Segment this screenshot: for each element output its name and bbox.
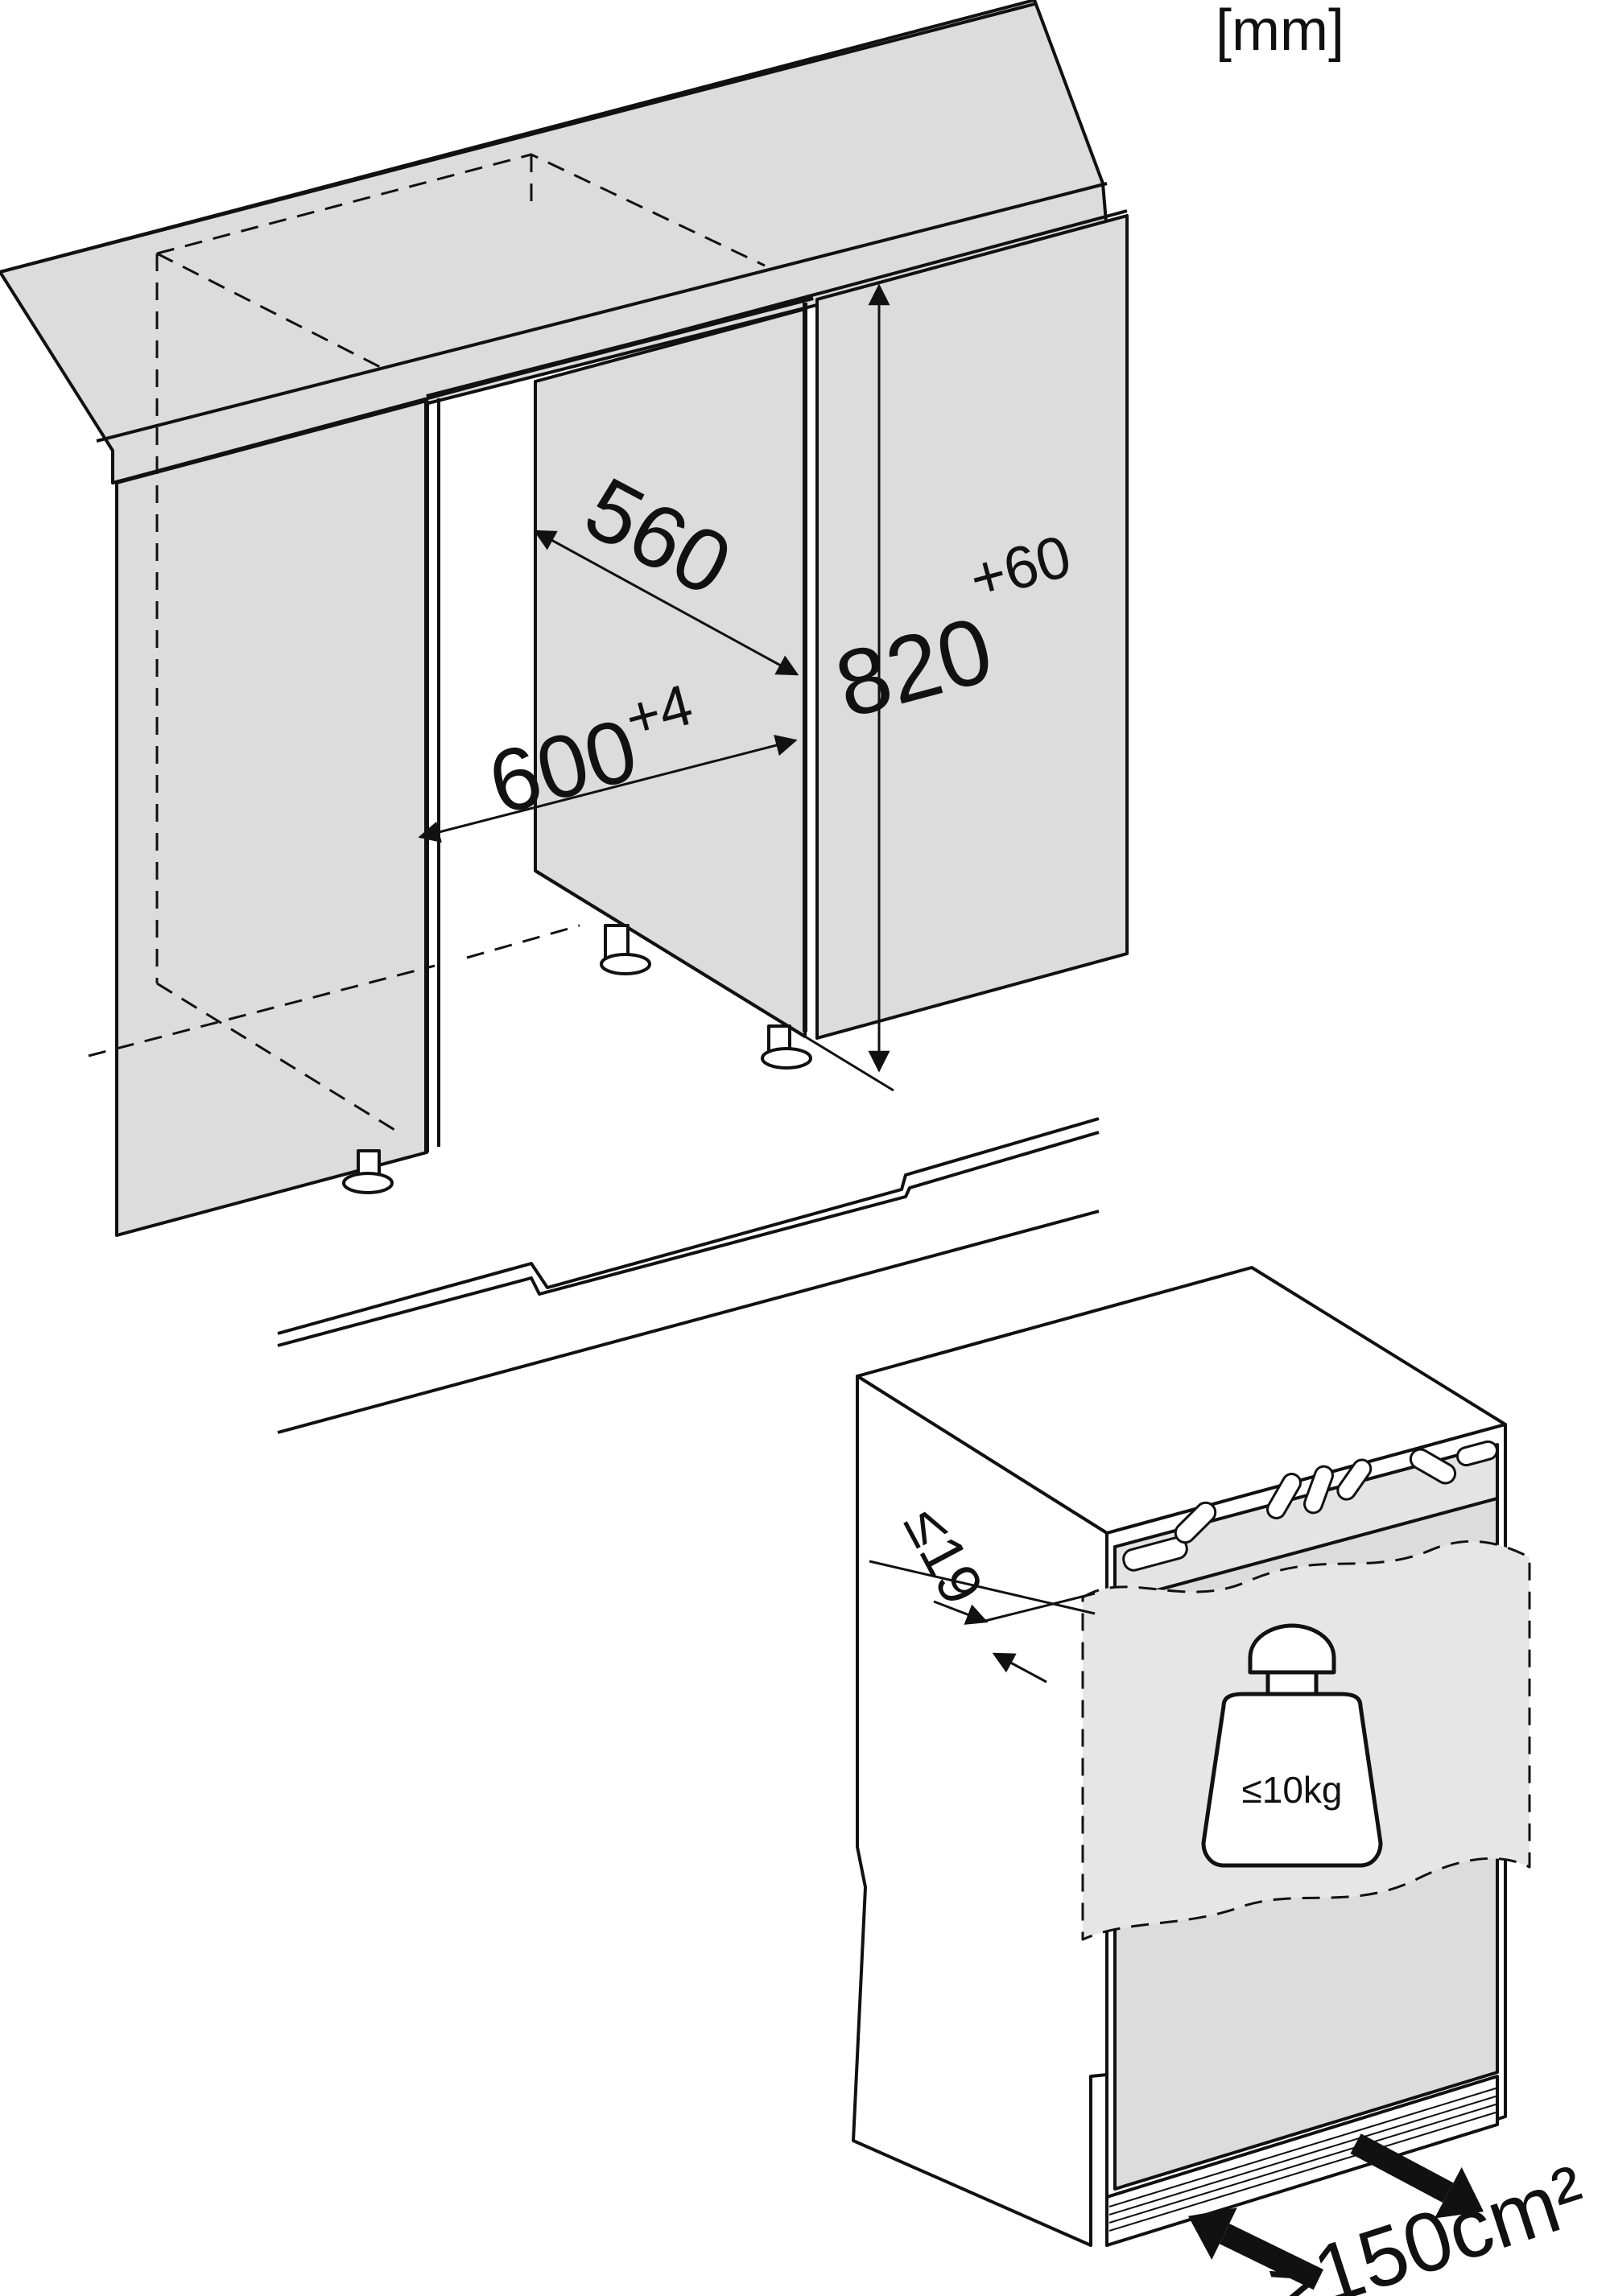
width-arrow bbox=[418, 734, 798, 843]
ventilation-grille-lines bbox=[1108, 2088, 1496, 2232]
depth-arrow bbox=[533, 530, 799, 676]
air-outlet-arrow-icon bbox=[1350, 2133, 1484, 2219]
control-slots bbox=[1122, 1440, 1499, 1572]
door-thickness-arrow-1 bbox=[933, 1600, 989, 1625]
door-thickness-line-bottom bbox=[981, 1592, 1096, 1623]
hidden-edges bbox=[88, 153, 766, 1136]
door-weight-label: ≤10kg bbox=[1242, 1769, 1343, 1811]
unit-label: [mm] bbox=[1216, 0, 1344, 63]
left-cabinet-panel bbox=[115, 399, 428, 1237]
air-intake-arrow-icon bbox=[1188, 2207, 1323, 2290]
airflow-arrows bbox=[1188, 2133, 1484, 2290]
adjustable-feet bbox=[342, 924, 812, 1194]
niche-back-wall bbox=[534, 307, 807, 1038]
weight-icon bbox=[1201, 1623, 1383, 1868]
door-thickness-line-top bbox=[869, 1560, 1096, 1615]
niche-illustration bbox=[0, 0, 1129, 1434]
door-thickness-arrow-2 bbox=[992, 1652, 1047, 1684]
appliance-illustration bbox=[852, 1266, 1531, 2290]
